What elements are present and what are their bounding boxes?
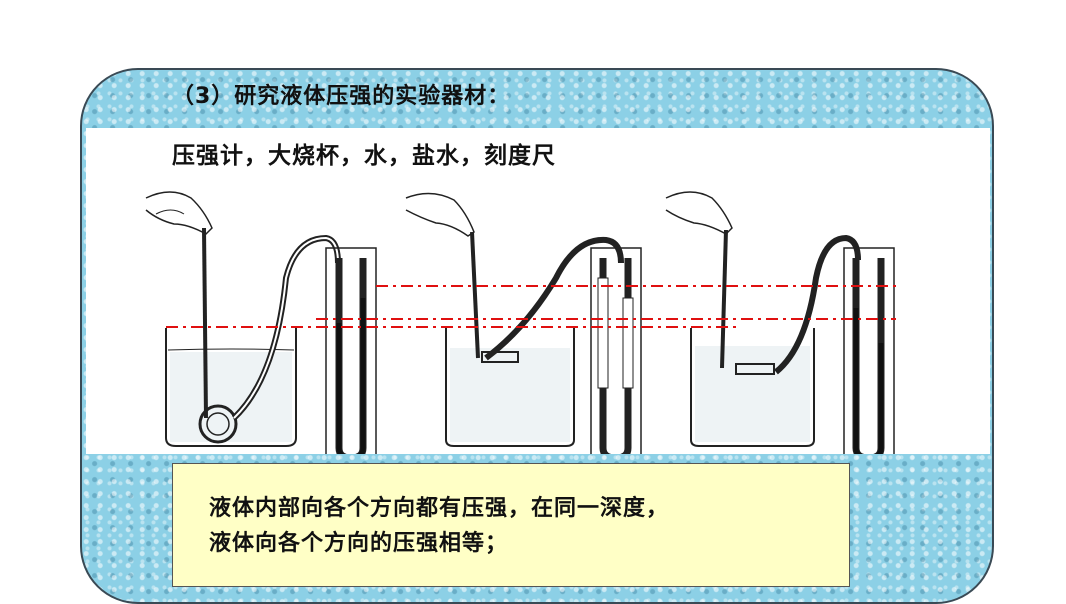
beaker-3 [690,328,815,447]
slide-heading: （3）研究液体压强的实验器材： [172,84,511,109]
reference-lines [166,285,896,328]
equipment-list: 压强计，大烧杯，水，盐水，刻度尺 [172,143,556,169]
slide-frame: （3）研究液体压强的实验器材： 压强计，大烧杯，水，盐水，刻度尺 [80,68,994,604]
u-tube-manometer-3 [843,247,895,454]
pressure-gauge-diagram [145,191,896,454]
beaker-1 [165,328,297,447]
illustration-panel: 压强计，大烧杯，水，盐水，刻度尺 [86,128,990,454]
u-tube-manometer-2 [590,247,642,454]
conclusion-box: 液体内部向各个方向都有压强，在同一深度， 液体向各个方向的压强相等； [172,463,850,587]
conclusion-line-1: 液体内部向各个方向都有压强，在同一深度， [209,496,670,521]
u-tube-manometer-1 [325,247,377,454]
beaker-2 [445,328,575,447]
conclusion-line-2: 液体向各个方向的压强相等； [209,531,509,556]
